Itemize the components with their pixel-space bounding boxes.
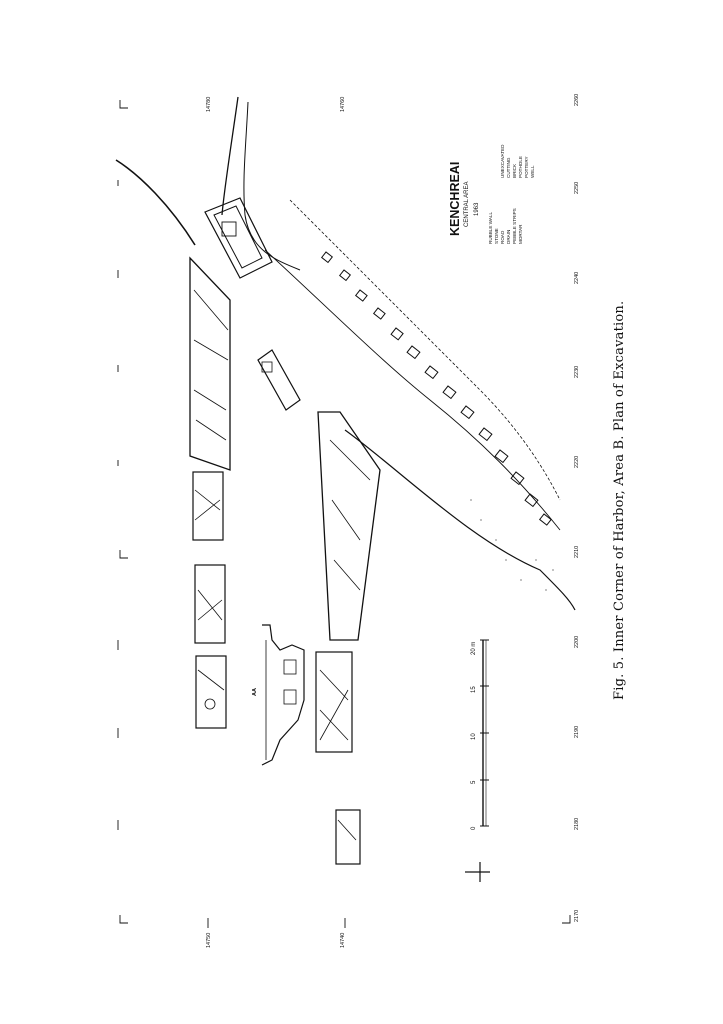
grid-label: 2170 <box>574 909 580 922</box>
legend-item: DRAIN <box>506 229 511 244</box>
legend-item: MORTAR <box>518 224 523 244</box>
scale-tick-label: 0 <box>471 826 477 830</box>
section-aa <box>261 624 305 766</box>
trench-b2 <box>192 471 224 541</box>
grid-label: 2260 <box>574 93 580 106</box>
trench-b1 <box>189 256 231 471</box>
area-label: CENTRAL AREA <box>464 181 470 227</box>
shore-stipple <box>470 499 554 591</box>
grid-label: 2250 <box>574 181 580 194</box>
grid-label: 2240 <box>574 271 580 284</box>
legend-item: CUTTING <box>506 157 511 178</box>
grid-label: 14750 <box>206 932 212 948</box>
trench-c2 <box>315 651 353 753</box>
grid-label: 2210 <box>574 545 580 558</box>
grid-label: 14780 <box>206 96 212 112</box>
grid-label: 14740 <box>340 932 346 948</box>
legend-item: POTHOLE <box>518 156 523 178</box>
beach-dashed <box>289 199 561 501</box>
year-label: 1963 <box>474 202 480 216</box>
legend-item: ROAD <box>500 230 505 244</box>
mole-curve-inner <box>243 101 301 271</box>
scale-tick-label: 5 <box>471 780 477 784</box>
grid-label: 14760 <box>340 96 346 112</box>
legend-item: UNEXCAVATED <box>500 144 505 178</box>
scale-tick-label: 20 m <box>471 641 477 655</box>
section-label: AA <box>252 688 258 696</box>
middle-building <box>257 349 301 411</box>
quay-blocks <box>320 251 552 526</box>
trench-b4 <box>195 655 227 729</box>
scale-bar <box>480 639 489 827</box>
coastline <box>115 159 196 246</box>
trench-small <box>335 809 361 865</box>
upper-building <box>204 197 273 279</box>
site-title: KENCHREAI <box>448 161 462 236</box>
legend-item: BRICK <box>512 163 517 178</box>
grid-label: 2230 <box>574 365 580 378</box>
legend-item: PEBBLE STRIPS <box>512 208 517 244</box>
scale-tick-label: 10 <box>471 733 477 740</box>
figure-caption: Fig. 5. Inner Corner of Harbor, Area B. … <box>612 300 627 700</box>
beach-line <box>264 249 561 531</box>
scale-tick-label: 15 <box>471 686 477 693</box>
legend-item: STONE <box>494 228 499 244</box>
legend-item: RUBBLE WALL <box>488 212 493 244</box>
grid-label: 2180 <box>574 817 580 830</box>
mole-curve <box>221 96 239 216</box>
legend-item: WELL <box>530 165 535 178</box>
grid-marks <box>117 100 571 928</box>
north-arrow-icon <box>465 862 490 882</box>
legend-item: POTTERY <box>524 156 529 178</box>
grid-label: 2220 <box>574 455 580 468</box>
grid-label: 2190 <box>574 725 580 738</box>
grid-label: 2200 <box>574 635 580 648</box>
shore-line-lower <box>344 429 576 611</box>
trench-b3 <box>194 564 226 644</box>
trench-c1 <box>317 411 381 641</box>
